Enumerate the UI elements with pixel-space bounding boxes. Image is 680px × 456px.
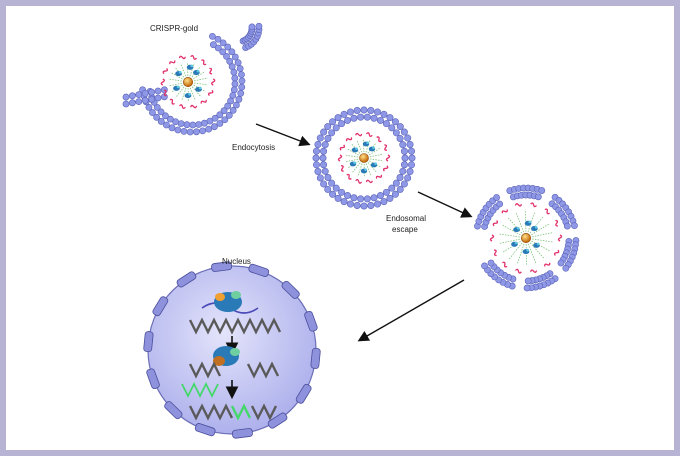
crispr-gold-nanoparticle-endosome <box>337 132 391 184</box>
diagram-artwork <box>122 22 580 439</box>
crispr-gold-nanoparticle-entering <box>160 54 216 110</box>
cell-membrane-invagination <box>122 22 263 136</box>
ruptured-endosome <box>474 184 580 292</box>
arrow-endocytosis <box>255 123 311 147</box>
dna-editing-steps <box>181 291 282 421</box>
crispr-gold-label: CRISPR-gold <box>150 24 199 33</box>
nucleus <box>143 261 321 439</box>
endosome-vesicle <box>312 106 416 210</box>
crispr-gold-nanoparticle-released <box>489 202 563 274</box>
endosomal-escape-label-line2: escape <box>392 225 418 234</box>
arrow-to-nucleus <box>357 279 465 342</box>
endosomal-escape-label-line1: Endosomal <box>386 214 427 223</box>
nuclear-pores <box>143 261 321 439</box>
nucleus-label: Nucleus <box>222 257 251 266</box>
endocytosis-label: Endocytosis <box>232 143 276 152</box>
diagram-canvas: CRISPR-gold Endocytosis Endosomal escape… <box>6 6 674 450</box>
arrow-endosomal-escape <box>417 191 473 218</box>
